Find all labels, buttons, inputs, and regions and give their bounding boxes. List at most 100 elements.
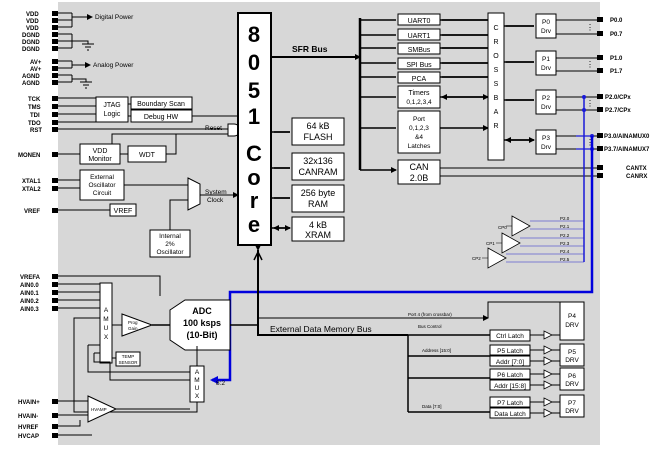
external-memory-bus: External Data Memory Bus Port 4 (from cr… — [253, 245, 560, 413]
p2-driver: P2 — [542, 95, 550, 102]
svg-text:Data [7:0]: Data [7:0] — [422, 404, 442, 409]
svg-text:JTAG: JTAG — [103, 102, 120, 109]
smbus-block: SMBus — [408, 47, 431, 54]
pin-label: HVAIN+ — [18, 400, 40, 406]
svg-text:Drv: Drv — [541, 28, 552, 35]
svg-text:SENSOR: SENSOR — [118, 360, 138, 365]
adc-block: ADC — [192, 306, 212, 316]
svg-text:A: A — [195, 369, 200, 376]
svg-text:Address [15:0]: Address [15:0] — [422, 348, 451, 353]
svg-text:o: o — [247, 165, 260, 190]
pin-label: VREF — [24, 209, 40, 215]
svg-text:RAM: RAM — [308, 199, 328, 209]
reset-label: Reset — [205, 125, 222, 132]
p7-driver: P7 — [568, 400, 576, 407]
wdt-block: WDT — [139, 152, 156, 159]
pin-label: P3.0/AINAMUX0 — [604, 134, 650, 140]
svg-text:100 ksps: 100 ksps — [183, 318, 221, 328]
p5-driver: P5 — [568, 349, 576, 356]
svg-text:B: B — [494, 95, 499, 102]
ctrl-latch: Ctrl Latch — [496, 333, 524, 340]
port-drivers: P0 Drv P1 Drv P2 Drv P3 Drv ⋮ ⋮ ⋮ ⋮ P0.0… — [535, 13, 650, 180]
svg-text:Bus Control: Bus Control — [418, 324, 442, 329]
temp-sensor: TEMP — [122, 354, 135, 359]
svg-text:Logic: Logic — [104, 111, 121, 118]
pin-label: DGND — [22, 33, 40, 39]
pin-label: VREFA — [20, 275, 41, 281]
pin-label: TCK — [28, 97, 41, 103]
svg-text:X: X — [104, 334, 109, 341]
analog-power-pins: AV+ AV+ AGND AGND Analog Power — [22, 59, 134, 89]
p7-latch: P7 Latch — [497, 400, 523, 407]
vdd-monitor: MONEN VDD Monitor WDT — [18, 134, 177, 165]
svg-text:X: X — [195, 393, 200, 400]
svg-text:SFR Bus: SFR Bus — [292, 44, 328, 54]
svg-text:Circuit: Circuit — [93, 190, 112, 197]
pin-label: AV+ — [30, 67, 42, 73]
digital-power-label: Digital Power — [95, 14, 134, 21]
svg-text:System: System — [205, 189, 227, 196]
svg-text:0: 0 — [248, 50, 260, 75]
sfr-bus: SFR Bus — [272, 18, 396, 170]
svg-text:Drv: Drv — [541, 65, 552, 72]
xram-block: 4 kB — [309, 220, 327, 230]
core-block: 8 0 5 1 C o r e — [237, 12, 272, 246]
svg-text:Latches: Latches — [408, 143, 432, 150]
pin-label: CANTX — [626, 166, 647, 172]
pin-label: P1.0 — [610, 56, 623, 62]
timers-block: Timers — [408, 90, 430, 97]
svg-text:2.0B: 2.0B — [410, 173, 429, 183]
comparators: CP0 CP1 CP2 P2.0 P2.1 P2.2 P2.3 P2.4 P2.… — [472, 215, 584, 269]
svg-text:External: External — [90, 174, 114, 181]
svg-text:Debug HW: Debug HW — [144, 114, 179, 121]
svg-text:Addr [15:8]: Addr [15:8] — [494, 383, 526, 390]
flash-block: 64 kB — [306, 121, 329, 131]
pin-label: HVREF — [18, 425, 39, 431]
svg-text:XRAM: XRAM — [305, 230, 331, 240]
svg-text:P2.3: P2.3 — [560, 241, 570, 246]
svg-text:FLASH: FLASH — [303, 132, 332, 142]
svg-text:Oscillator: Oscillator — [88, 182, 116, 189]
peripheral-blocks: UART0 UART1 SMBus SPI Bus PCA Timers 0,1… — [397, 13, 597, 185]
spi-block: SPI Bus — [406, 62, 432, 69]
pin-label: AIN0.0 — [20, 283, 39, 289]
svg-text:S: S — [494, 81, 499, 88]
pin-label: VDD — [26, 19, 39, 25]
svg-text:Monitor: Monitor — [88, 156, 112, 163]
svg-text:VDD: VDD — [93, 148, 108, 155]
pin-label: XTAL2 — [22, 187, 41, 193]
lower-amux: A M U X — [73, 317, 205, 413]
pin-label: TDI — [30, 113, 40, 119]
pin-label: P0.7 — [610, 32, 623, 38]
p0-driver: P0 — [542, 19, 550, 26]
oscillator-section: XTAL1 XTAL2 External Oscillator Circuit … — [22, 169, 239, 258]
svg-text:Port 4 (from crossbar): Port 4 (from crossbar) — [408, 312, 452, 317]
svg-text:P2.5: P2.5 — [560, 257, 570, 262]
pin-label: RST — [30, 128, 42, 134]
pin-label: AGND — [22, 81, 40, 87]
svg-text:Drv: Drv — [541, 144, 552, 151]
svg-text:DRV: DRV — [565, 408, 579, 415]
svg-text:A: A — [104, 307, 109, 314]
pga-label: Prog — [128, 320, 138, 325]
vref-block: VREF — [114, 208, 133, 215]
svg-text:P2.1: P2.1 — [560, 224, 570, 229]
svg-text:Boundary Scan: Boundary Scan — [137, 101, 185, 108]
svg-text:2%: 2% — [165, 241, 175, 248]
svg-text:M: M — [194, 377, 199, 384]
can-block: CAN — [409, 162, 428, 172]
svg-text:0,1,2,3: 0,1,2,3 — [409, 125, 429, 132]
lower-port-drivers: P4 DRV P5 DRV P6 DRV P7 DRV — [559, 301, 585, 418]
svg-text:External Data Memory Bus: External Data Memory Bus — [270, 324, 372, 334]
p6-driver: P6 — [568, 373, 576, 380]
p1-driver: P1 — [542, 56, 550, 63]
port-latches: Ctrl Latch P5 Latch Addr [7:0] P6 Latch … — [489, 329, 560, 419]
boundary-scan-block: Boundary Scan Debug HW — [128, 96, 238, 123]
svg-text:O: O — [493, 53, 499, 60]
svg-text:(10-Bit): (10-Bit) — [187, 330, 218, 340]
svg-text:P2.0: P2.0 — [560, 216, 570, 221]
memory-blocks: 64 kB FLASH 32x136 CANRAM 256 byte RAM 4… — [272, 117, 345, 242]
svg-text:CP2: CP2 — [472, 256, 481, 261]
